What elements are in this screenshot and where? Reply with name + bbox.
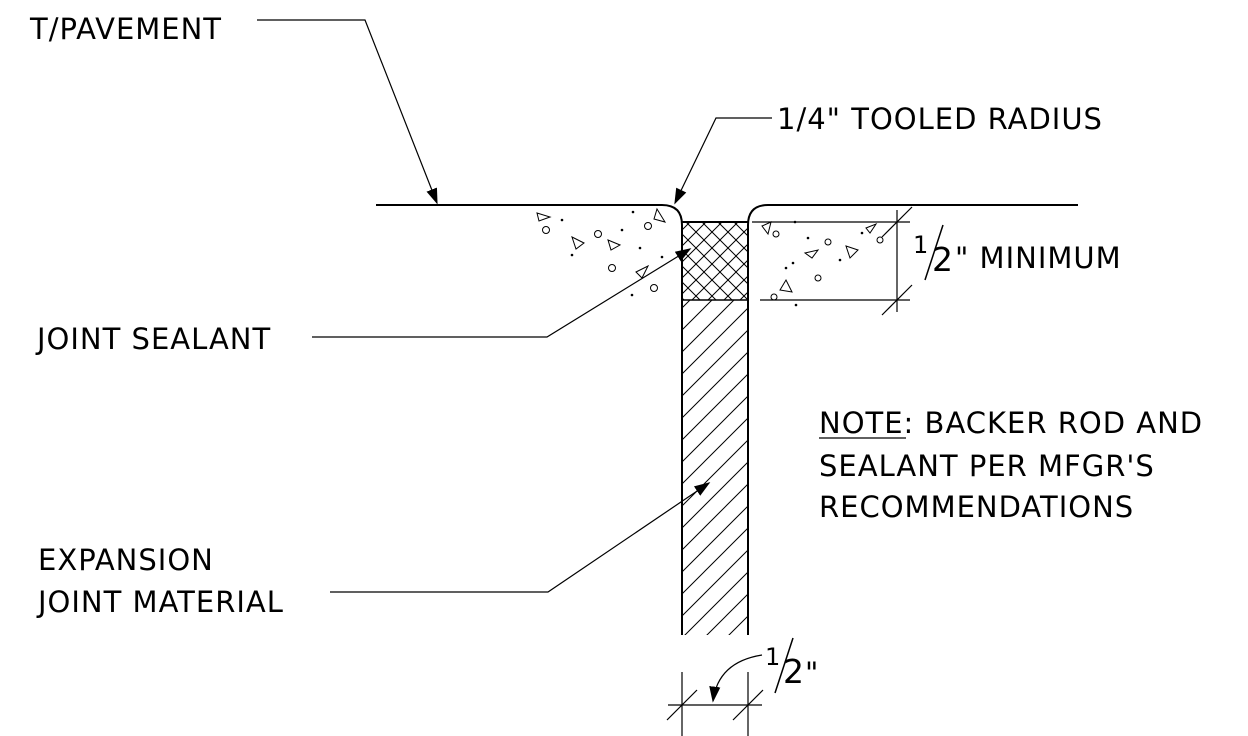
width-dimension-label: 1 2 " — [765, 637, 819, 694]
leader-joint-sealant — [312, 248, 692, 338]
svg-text:1: 1 — [765, 643, 780, 671]
joint-sealant-hatch — [682, 222, 748, 300]
width-dimension — [666, 672, 764, 736]
width-dimension-leader — [709, 654, 763, 703]
aggregate-left — [536, 207, 667, 292]
aggregate-left-dots — [560, 210, 664, 297]
note-line1: NOTE: BACKER ROD AND — [819, 406, 1203, 440]
svg-text:": " — [805, 656, 819, 690]
leader-expansion-joint-material — [330, 482, 711, 593]
label-expansion-line1: EXPANSION — [38, 543, 214, 577]
svg-text:2: 2 — [783, 652, 804, 691]
depth-dimension — [752, 206, 913, 316]
note-line2: SEALANT PER MFGR'S — [819, 449, 1155, 483]
label-t-pavement: T/PAVEMENT — [29, 12, 222, 46]
label-tooled-radius: 1/4" TOOLED RADIUS — [777, 102, 1103, 136]
svg-text:2: 2 — [932, 240, 953, 279]
expansion-joint-material-hatch — [682, 300, 748, 635]
svg-text:1: 1 — [913, 231, 928, 259]
pavement-surface-left — [376, 204, 683, 635]
leader-tooled-radius — [674, 117, 772, 205]
aggregate-right-dots — [784, 220, 864, 307]
leader-t-pavement — [257, 19, 438, 205]
note-block: NOTE: BACKER ROD AND SEALANT PER MFGR'S … — [819, 406, 1203, 524]
label-joint-sealant: JOINT SEALANT — [35, 322, 271, 356]
note-prefix: NOTE: — [819, 406, 914, 440]
depth-dimension-label: 1 2 " MINIMUM — [913, 224, 1122, 281]
label-expansion-line2: JOINT MATERIAL — [36, 585, 284, 619]
aggregate-right — [761, 221, 884, 301]
svg-text:" MINIMUM: " MINIMUM — [955, 241, 1122, 275]
note-line3: RECOMMENDATIONS — [819, 490, 1134, 524]
